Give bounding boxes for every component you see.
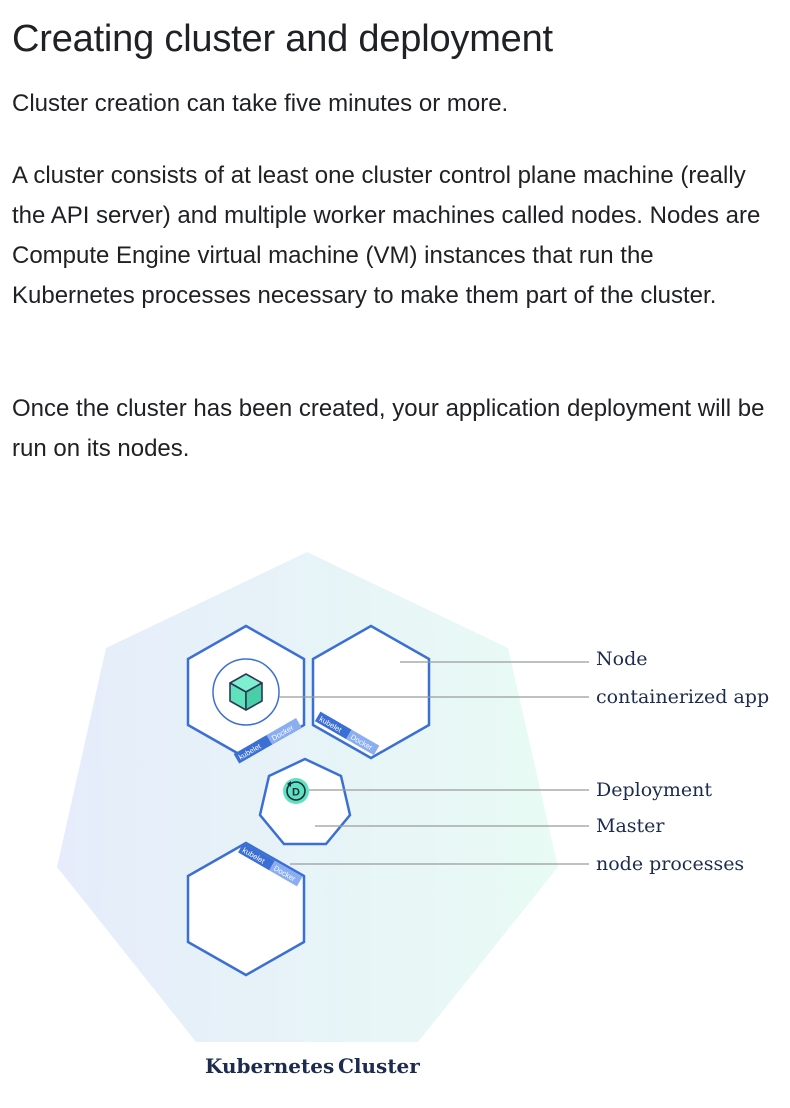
docker-tag [346, 729, 380, 756]
master-heptagon [258, 757, 352, 846]
deployment-icon: D [283, 778, 309, 804]
node-label: Node [596, 648, 647, 670]
kubernetes-cluster-diagram: kubelet Docker kubelet Docker D [57, 552, 769, 1078]
cluster-description-paragraph: A cluster consists of at least one clust… [12, 162, 761, 309]
deployment-label: Deployment [596, 779, 712, 801]
docker-tag [266, 718, 302, 745]
node-processes-label: node processes [596, 853, 744, 875]
caption-cluster: Cluster [338, 1054, 420, 1078]
leader-lines [279, 661, 589, 865]
intro-paragraph: Cluster creation can take five minutes o… [12, 90, 509, 117]
app-cube-icon [229, 673, 263, 711]
caption-kubernetes: Kubernetes [205, 1054, 334, 1078]
kubelet-tag [314, 711, 352, 740]
node-1: kubelet Docker [186, 624, 306, 764]
containerized-app-label: containerized app [596, 686, 769, 708]
node-3: kubelet Docker [186, 841, 306, 977]
docker-tag [269, 860, 303, 887]
master: D [258, 757, 352, 846]
node-3-hexagon [186, 841, 306, 977]
kubelet-tag [233, 735, 273, 764]
deployment-paragraph: Once the cluster has been created, your … [12, 395, 765, 462]
kubelet-tag [238, 842, 275, 871]
deployment-badge-label: D [292, 787, 300, 799]
node-2: kubelet Docker [311, 624, 431, 760]
page-title: Creating cluster and deployment [12, 18, 553, 60]
master-label: Master [596, 815, 665, 837]
